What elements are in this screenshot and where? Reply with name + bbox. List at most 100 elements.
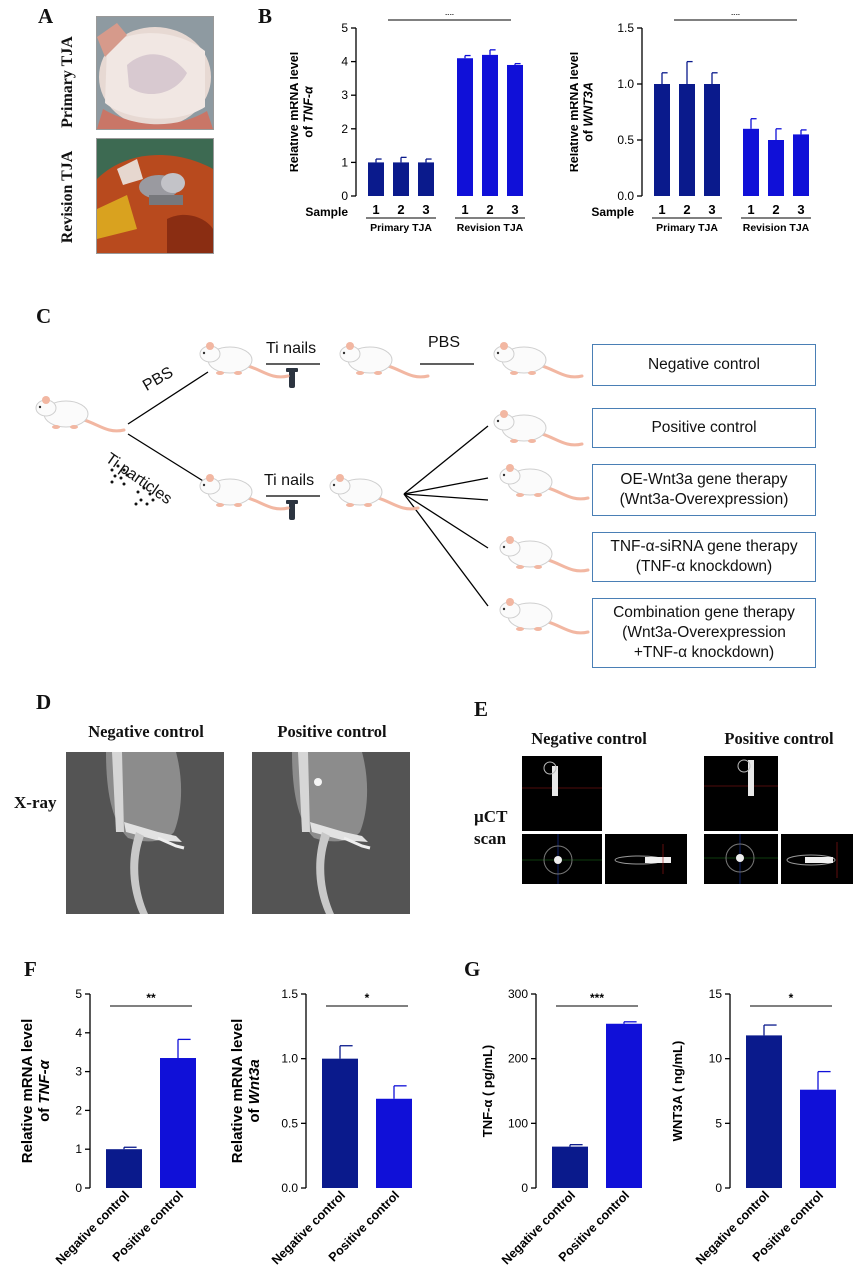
bar xyxy=(654,84,670,196)
mouse-foot xyxy=(528,439,536,443)
bar xyxy=(743,128,759,196)
y-tick-label: 1 xyxy=(75,1142,82,1156)
ti-nails-label-2: Ti nails xyxy=(264,472,315,489)
uct-negative-coronal xyxy=(605,834,687,884)
y-tick-label: 5 xyxy=(341,21,348,35)
bar xyxy=(507,64,523,197)
y-tick-label: 0.0 xyxy=(617,189,634,203)
y-tick-label: 1.0 xyxy=(281,1052,298,1066)
bar xyxy=(704,84,720,196)
y-axis-label: WNT3A ( ng/mL) xyxy=(670,1041,685,1142)
group-label: Primary TJA xyxy=(656,222,718,234)
mouse-ear xyxy=(206,342,214,350)
y-axis-label-line2: of TNF-α xyxy=(302,85,316,138)
panel-label-d: D xyxy=(36,690,52,714)
mouse-foot xyxy=(516,493,524,497)
mouse-eye xyxy=(202,351,206,355)
panel-label-a: A xyxy=(38,4,54,28)
mice-layer xyxy=(0,320,858,680)
mouse-ear xyxy=(346,342,354,350)
uct-positive-coronal xyxy=(781,834,853,884)
mouse-tail xyxy=(540,432,584,447)
mouse-foot xyxy=(346,503,354,507)
y-tick-label: 2 xyxy=(341,122,348,136)
mouse-tail xyxy=(546,558,590,573)
bar xyxy=(606,1023,642,1188)
mouse-ear xyxy=(500,342,508,350)
xray-header-positive: Positive control xyxy=(277,722,387,741)
mouse-tail xyxy=(546,620,590,635)
y-tick-label: 0 xyxy=(715,1181,722,1195)
mouse-eye xyxy=(332,483,336,487)
xray-row-label: X-ray xyxy=(14,793,57,812)
mouse-tail xyxy=(82,418,126,433)
sample-number: 2 xyxy=(486,202,493,217)
mouse-icon xyxy=(329,474,420,511)
mouse-foot xyxy=(516,627,524,631)
mouse-tail xyxy=(546,486,590,501)
y-tick-label: 5 xyxy=(715,1116,722,1130)
bar xyxy=(800,1089,836,1188)
uct-header-positive: Positive control xyxy=(724,729,834,748)
panel-label-e: E xyxy=(474,697,489,721)
sample-label: Sample xyxy=(305,205,348,219)
bar xyxy=(368,162,384,196)
schematic-lines xyxy=(110,363,489,607)
mouse-icon xyxy=(199,474,290,511)
y-axis-label-line2: of WNT3A xyxy=(582,82,596,142)
y-axis-label-line1: Relative mRNA level xyxy=(570,52,581,172)
bar xyxy=(793,134,809,196)
y-tick-label: 0 xyxy=(521,1181,528,1195)
bar xyxy=(482,54,498,196)
sample-number: 2 xyxy=(683,202,690,217)
significance-marker: ** xyxy=(731,14,741,22)
y-axis-label-line2: of TNF-α xyxy=(36,1059,53,1121)
panel-label-c: C xyxy=(36,304,52,328)
mouse-ear xyxy=(506,598,514,606)
mouse-ear xyxy=(506,536,514,544)
mouse-eye xyxy=(202,483,206,487)
bar xyxy=(322,1058,358,1188)
bar xyxy=(393,162,409,196)
xray-positive-image xyxy=(252,752,410,914)
mouse-foot xyxy=(356,371,364,375)
mouse-eye xyxy=(502,545,506,549)
bar xyxy=(376,1098,412,1188)
y-axis-label-line1: TNF-α ( pg/mL) xyxy=(480,1045,495,1137)
mouse-foot xyxy=(510,371,518,375)
mouse-icons xyxy=(35,342,590,635)
y-tick-label: 1.0 xyxy=(617,77,634,91)
mouse-foot xyxy=(516,565,524,569)
y-tick-label: 15 xyxy=(709,987,723,1001)
ti-nails-label-1: Ti nails xyxy=(266,340,317,357)
mouse-foot xyxy=(374,371,382,375)
mouse-icon xyxy=(493,342,584,379)
mouse-icon xyxy=(499,598,590,635)
uct-negative-axial xyxy=(522,834,602,884)
mouse-foot xyxy=(528,371,536,375)
primary-tja-photo xyxy=(96,16,214,130)
bar xyxy=(768,140,784,196)
sample-number: 1 xyxy=(372,202,379,217)
y-tick-label: 0 xyxy=(341,189,348,203)
sample-number: 1 xyxy=(747,202,754,217)
ti-nail-icon-1 xyxy=(286,368,298,388)
primary-tja-label: Primary TJA xyxy=(59,36,76,128)
y-tick-label: 0 xyxy=(75,1181,82,1195)
mouse-eye xyxy=(342,351,346,355)
uct-positive-axial xyxy=(704,834,778,884)
mouse-icon xyxy=(199,342,290,379)
y-tick-label: 1.5 xyxy=(281,987,298,1001)
mouse-eye xyxy=(38,405,42,409)
ti-particles-icon xyxy=(110,464,155,506)
y-tick-label: 10 xyxy=(709,1052,723,1066)
bar xyxy=(457,58,473,196)
